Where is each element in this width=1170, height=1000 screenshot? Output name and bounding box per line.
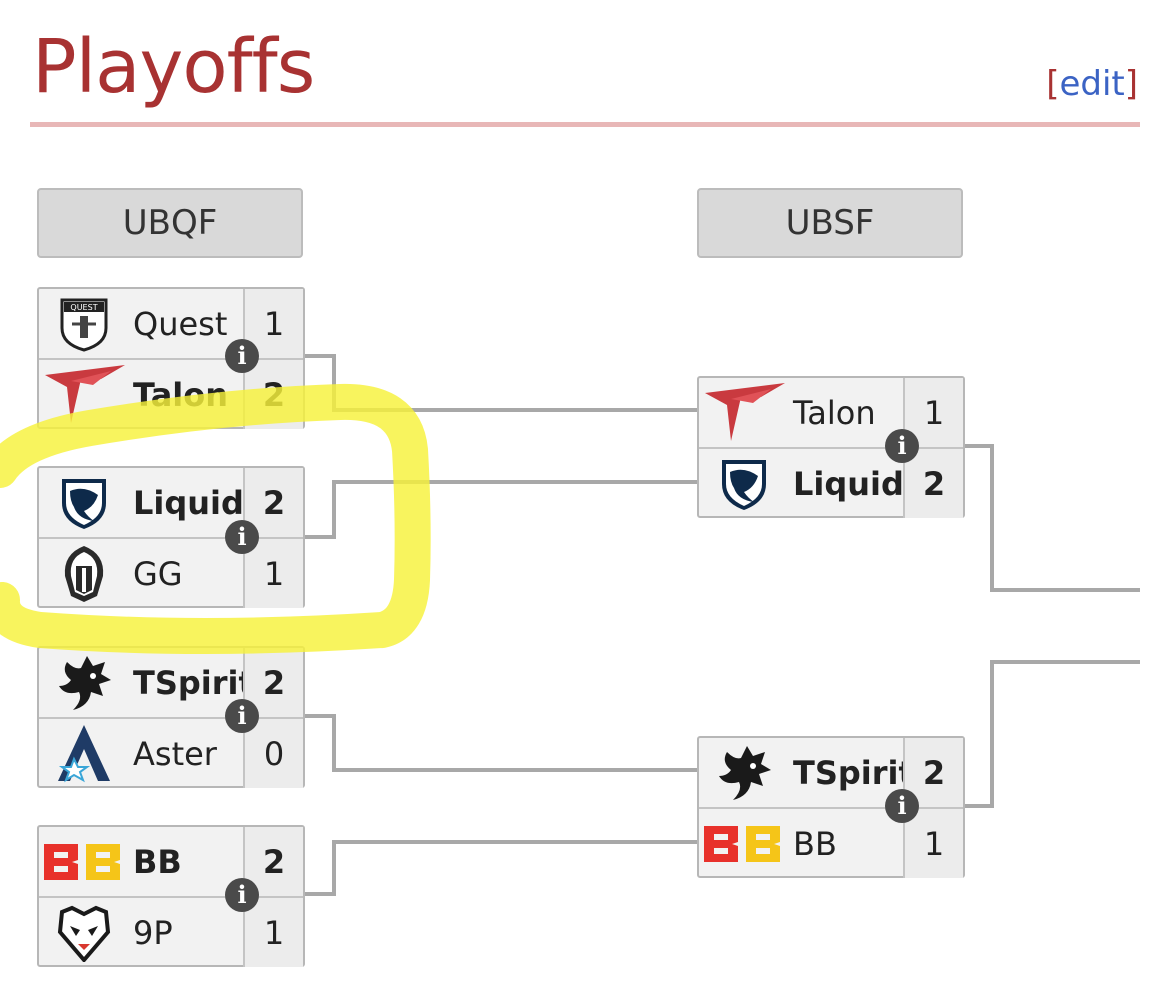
team-score: 2 xyxy=(903,449,963,518)
connector-ubqf1-ubsf1 xyxy=(305,354,697,412)
title-divider xyxy=(30,122,1140,127)
team-name: 9P xyxy=(133,913,173,952)
team-row[interactable]: Liquid 2 xyxy=(39,468,303,539)
spirit-logo xyxy=(39,648,129,717)
match-info-icon[interactable]: i xyxy=(225,520,259,554)
edit-bracket-close: ] xyxy=(1124,64,1138,104)
9pandas-logo xyxy=(39,898,129,967)
match-info-icon[interactable]: i xyxy=(885,789,919,823)
team-row[interactable]: Aster 0 xyxy=(39,719,303,788)
match-info-icon[interactable]: i xyxy=(225,339,259,373)
team-name: Aster xyxy=(133,734,217,773)
match-ubqf2: Liquid 2 GG 1 xyxy=(37,466,305,608)
round-header-ubqf: UBQF xyxy=(37,188,303,258)
team-name: Liquid xyxy=(793,464,903,503)
connector-ubqf2-ubsf1 xyxy=(305,480,697,539)
team-name: TSpirit xyxy=(133,663,243,702)
page-title: Playoffs xyxy=(32,24,315,110)
team-row[interactable]: BB 2 xyxy=(39,827,303,898)
team-score: 1 xyxy=(243,898,303,967)
team-name: Liquid xyxy=(133,483,243,522)
edit-link[interactable]: [edit] xyxy=(1046,64,1138,104)
team-name: BB xyxy=(133,842,182,881)
bb-logo xyxy=(699,809,789,878)
liquid-logo xyxy=(699,449,789,518)
match-info-icon[interactable]: i xyxy=(885,429,919,463)
bb-logo xyxy=(39,827,129,896)
team-name: Quest xyxy=(133,304,228,343)
team-row[interactable]: Talon 1 xyxy=(699,378,963,449)
match-info-icon[interactable]: i xyxy=(225,699,259,733)
svg-text:QUEST: QUEST xyxy=(70,303,97,312)
connector-ubqf3-ubsf2 xyxy=(305,714,697,772)
team-score: 1 xyxy=(903,809,963,878)
team-name: BB xyxy=(793,824,837,863)
team-row[interactable]: TSpirit 2 xyxy=(39,648,303,719)
match-ubqf4: BB 2 9P 1 xyxy=(37,825,305,967)
team-score: 0 xyxy=(243,719,303,788)
team-name: Talon xyxy=(133,375,229,414)
liquid-logo xyxy=(39,468,129,537)
round-header-ubsf: UBSF xyxy=(697,188,963,258)
team-row[interactable]: QUEST Quest 1 xyxy=(39,289,303,360)
match-ubqf3: TSpirit 2 Aster 0 xyxy=(37,646,305,788)
talon-logo xyxy=(39,360,129,429)
match-info-icon[interactable]: i xyxy=(225,878,259,912)
team-row[interactable]: GG 1 xyxy=(39,539,303,608)
edit-bracket-open: [ xyxy=(1046,64,1060,104)
team-row[interactable]: Talon 2 xyxy=(39,360,303,429)
team-row[interactable]: TSpirit 2 xyxy=(699,738,963,809)
match-ubqf1: QUEST Quest 1 Talon 2 xyxy=(37,287,305,429)
team-row[interactable]: Liquid 2 xyxy=(699,449,963,518)
talon-logo xyxy=(699,378,789,447)
team-row[interactable]: 9P 1 xyxy=(39,898,303,967)
edit-link-label[interactable]: edit xyxy=(1059,64,1125,104)
aster-logo xyxy=(39,719,129,788)
match-ubsf1: Talon 1 Liquid 2 xyxy=(697,376,965,518)
gladiators-logo xyxy=(39,539,129,608)
connector-ubsf2-next xyxy=(965,660,1140,808)
team-name: TSpirit xyxy=(793,753,903,792)
team-row[interactable]: BB 1 xyxy=(699,809,963,878)
match-ubsf2: TSpirit 2 BB 1 xyxy=(697,736,965,878)
team-name: Talon xyxy=(793,393,876,432)
quest-logo: QUEST xyxy=(39,289,129,358)
connector-ubsf1-next xyxy=(965,444,1140,592)
team-name: GG xyxy=(133,554,183,593)
spirit-logo xyxy=(699,738,789,807)
team-score: 2 xyxy=(243,360,303,429)
connector-ubqf4-ubsf2 xyxy=(305,840,697,896)
